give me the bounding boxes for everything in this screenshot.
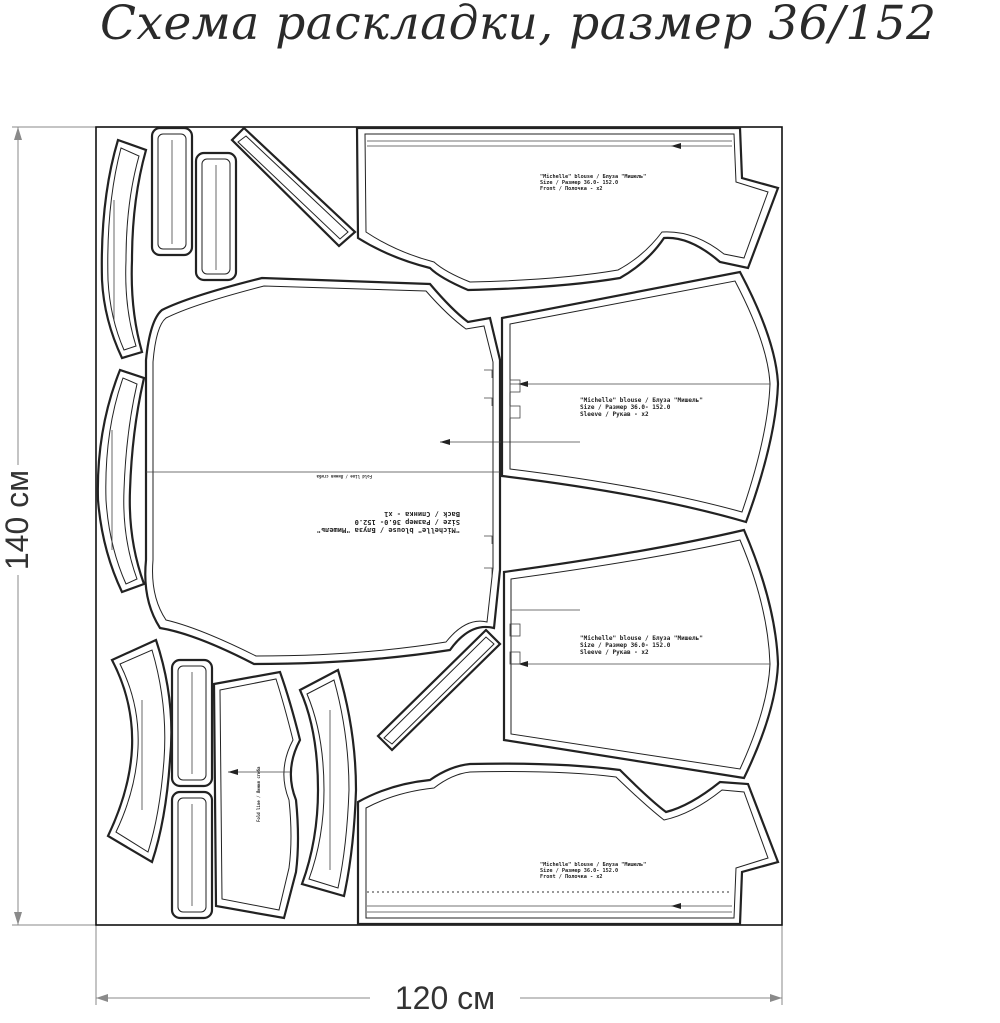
bias-strip-piece bbox=[230, 126, 357, 248]
sleeve-top-label-1: "Michelle" blouse / Блуза "Мишель" bbox=[580, 397, 703, 404]
cuff-piece bbox=[170, 658, 214, 788]
back-fold-label: Fold line / Линия сгиба bbox=[316, 474, 372, 479]
front-bottom-label-3: Front / Полочка - x2 bbox=[540, 874, 602, 880]
sleeve-piece-bottom: "Michelle" blouse / Блуза "Мишель" Size … bbox=[502, 528, 780, 780]
back-label-1: "Michelle" blouse / Блуза "Мишель" bbox=[317, 526, 460, 534]
sleeve-bottom-label-1: "Michelle" blouse / Блуза "Мишель" bbox=[580, 635, 703, 642]
back-facing-piece: Fold line / Линия сгиба bbox=[212, 670, 302, 920]
cuff-piece bbox=[150, 126, 194, 257]
cuff-piece bbox=[194, 151, 238, 282]
cuff-piece bbox=[170, 790, 214, 920]
width-dimension-label: 120 см bbox=[370, 978, 520, 1018]
front-piece-top: "Michelle" blouse / Блуза "Мишель" Size … bbox=[355, 126, 780, 292]
front-top-label-2: Size / Размер 36.0- 152.0 bbox=[540, 180, 618, 186]
front-facing-piece bbox=[298, 668, 358, 898]
height-dimension-label: 140 см bbox=[0, 465, 37, 575]
front-top-label-1: "Michelle" blouse / Блуза "Мишель" bbox=[540, 174, 646, 180]
collar-piece bbox=[106, 638, 173, 864]
front-bottom-label-1: "Michelle" blouse / Блуза "Мишель" bbox=[540, 862, 646, 868]
back-label-3: Back / Спинка - x1 bbox=[384, 510, 460, 518]
sleeve-bottom-label-2: Size / Размер 36.0- 152.0 bbox=[580, 642, 671, 649]
back-label-2: Size / Размер 36.0- 152.0 bbox=[355, 518, 460, 526]
collar-facing-piece bbox=[100, 138, 148, 360]
diagram-title: Схема раскладки, размер 36/152 bbox=[100, 0, 937, 51]
front-piece-bottom: "Michelle" blouse / Блуза "Мишель" Size … bbox=[356, 762, 780, 926]
sleeve-bottom-label-3: Sleeve / Рукав - x2 bbox=[580, 649, 649, 656]
sleeve-piece-top: "Michelle" blouse / Блуза "Мишель" Size … bbox=[500, 270, 780, 524]
sleeve-top-label-3: Sleeve / Рукав - x2 bbox=[580, 411, 649, 418]
bias-strip-piece bbox=[376, 628, 502, 752]
front-top-label-3: Front / Полочка - x2 bbox=[540, 186, 602, 192]
sleeve-top-label-2: Size / Размер 36.0- 152.0 bbox=[580, 404, 671, 411]
front-bottom-label-2: Size / Размер 36.0- 152.0 bbox=[540, 868, 618, 874]
neck-facing-piece bbox=[96, 368, 146, 594]
back-piece: "Michelle" blouse / Блуза "Мишель" Size … bbox=[144, 276, 580, 666]
back-facing-fold-label: Fold line / Линия сгиба bbox=[256, 766, 261, 822]
